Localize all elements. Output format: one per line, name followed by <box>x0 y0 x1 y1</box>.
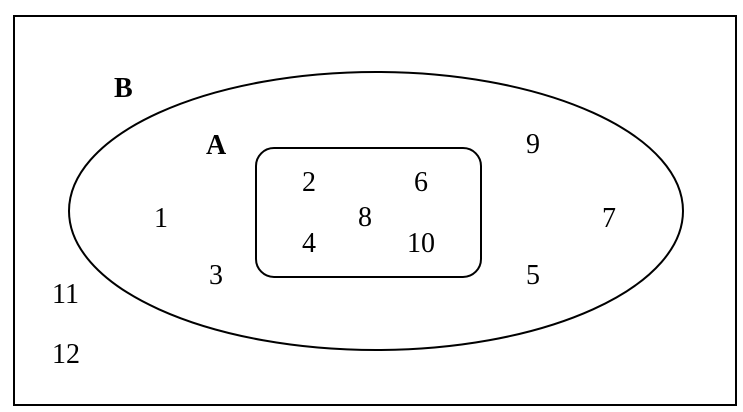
set-a-box <box>255 147 482 278</box>
set-b-label: B <box>114 73 133 104</box>
element-b-3: 3 <box>209 260 223 291</box>
element-b-5: 5 <box>526 260 540 291</box>
element-b-9: 9 <box>526 129 540 160</box>
universal-set-box <box>13 15 737 406</box>
element-a-10: 10 <box>407 228 435 259</box>
set-b-ellipse <box>68 71 684 351</box>
element-b-1: 1 <box>154 203 168 234</box>
element-a-2: 2 <box>302 167 316 198</box>
element-outside-11: 11 <box>52 279 79 310</box>
element-a-4: 4 <box>302 228 316 259</box>
element-a-6: 6 <box>414 167 428 198</box>
element-outside-12: 12 <box>52 339 80 370</box>
set-a-label: A <box>206 130 227 161</box>
element-b-7: 7 <box>602 203 616 234</box>
element-a-8: 8 <box>358 202 372 233</box>
